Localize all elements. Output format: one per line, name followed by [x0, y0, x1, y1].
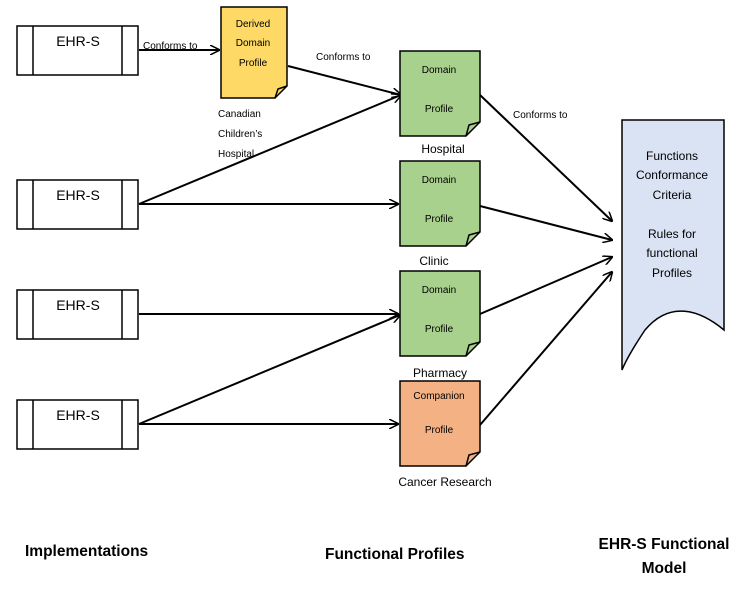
heading-implementations: Implementations — [25, 543, 148, 560]
arrow-impl4-to-pharmacy — [138, 315, 400, 425]
arrow-pharmacy-to-model — [479, 257, 612, 315]
conforms-to-label-2: Conforms to — [316, 52, 371, 63]
derived-profile-caption: Hospital — [218, 149, 254, 160]
functional-model-document: Functions Conformance Criteria Rules for… — [621, 119, 725, 371]
profile-caption-hospital: Hospital — [421, 142, 464, 156]
conforms-to-label-3: Conforms to — [513, 110, 568, 121]
profile-caption-cancer-research: Cancer Research — [398, 475, 491, 489]
profile-caption-clinic: Clinic — [419, 254, 448, 268]
profile-line-2: Profile — [425, 324, 454, 335]
arrow-companion-to-model — [479, 272, 612, 426]
implementation-label: EHR-S — [56, 33, 100, 49]
implementation-box-2: EHR-S — [16, 179, 139, 230]
model-doc-line: functional — [646, 246, 697, 260]
profile-hospital: Domain Profile — [399, 50, 481, 137]
derived-profile-caption: Canadian — [218, 109, 261, 120]
arrow-derived-to-hospital — [287, 65, 401, 95]
model-doc-line: Profiles — [652, 266, 692, 280]
heading-functional-model-line1: EHR-S Functional — [599, 536, 730, 553]
implementation-box-3: EHR-S — [16, 289, 139, 340]
derived-profile-line: Domain — [236, 38, 270, 49]
model-doc-line: Functions — [646, 149, 698, 163]
implementation-label: EHR-S — [56, 187, 100, 203]
profile-line-1: Domain — [422, 175, 456, 186]
implementation-label: EHR-S — [56, 297, 100, 313]
profile-line-1: Companion — [413, 391, 464, 402]
model-doc-line: Criteria — [653, 188, 692, 202]
profile-line-1: Domain — [422, 285, 456, 296]
profile-pharmacy: Domain Profile — [399, 270, 481, 357]
profile-line-2: Profile — [425, 425, 454, 436]
heading-functional-profiles: Functional Profiles — [325, 546, 465, 563]
arrow-impl2-to-hospital — [138, 95, 401, 205]
implementation-label: EHR-S — [56, 407, 100, 423]
profile-line-1: Domain — [422, 65, 456, 76]
derived-domain-profile: Derived Domain Profile — [220, 6, 288, 99]
conforms-to-label-1: Conforms to — [143, 41, 198, 52]
arrow-hospital-to-model — [479, 94, 612, 221]
derived-profile-line: Derived — [236, 19, 270, 30]
derived-profile-line: Profile — [239, 58, 268, 69]
heading-functional-model-line2: Model — [642, 560, 687, 577]
model-doc-line: Conformance — [636, 168, 708, 182]
profile-line-2: Profile — [425, 104, 454, 115]
profile-companion: Companion Profile — [399, 380, 481, 467]
profile-caption-pharmacy: Pharmacy — [413, 366, 467, 380]
profile-clinic: Domain Profile — [399, 160, 481, 247]
implementation-box-1: EHR-S — [16, 25, 139, 76]
model-doc-line: Rules for — [648, 227, 696, 241]
implementation-box-4: EHR-S — [16, 399, 139, 450]
arrow-clinic-to-model — [479, 205, 612, 240]
profile-line-2: Profile — [425, 214, 454, 225]
connector-arrows — [138, 50, 612, 426]
derived-profile-caption: Children’s — [218, 129, 262, 140]
